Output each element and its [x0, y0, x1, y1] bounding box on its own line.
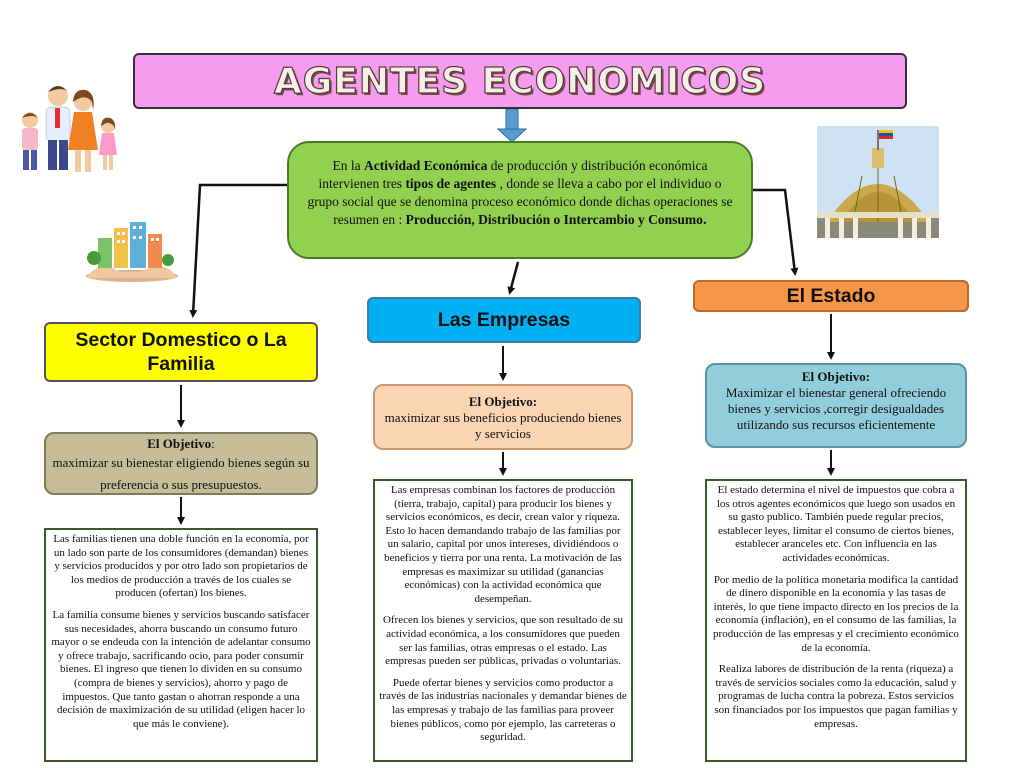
empresas-heading: Las Empresas [437, 308, 571, 331]
empresas-objective-text: maximizar sus beneficios produciendo bie… [384, 410, 622, 441]
estado-heading: El Estado [786, 284, 876, 307]
intro-to-familia-arrow [189, 183, 290, 318]
familia-desc-paragraph-2: La familia consume bienes y servicios bu… [51, 608, 311, 730]
empresas-desc-paragraph-2: Ofrecen los bienes y servicios, que son … [382, 614, 624, 668]
estado-desc-paragraph-2: Por medio de la política monetaria modif… [713, 573, 959, 654]
intro-text-3: , donde se lleva a cabo por el individuo… [307, 176, 733, 227]
empresas-objective-label: El Objetivo: [468, 394, 538, 409]
page-title: AGENTES ECONOMICOS [273, 60, 767, 102]
intro-text-1: En la [332, 158, 365, 173]
estado-objective-label: El Objetivo: [801, 369, 871, 384]
estado-objective-text: Maximizar el bienestar general ofreciend… [725, 385, 947, 432]
familia-heading: Sector Domestico o La Familia [75, 329, 287, 375]
intro-to-estado-arrow [752, 188, 799, 276]
empresas-desc-paragraph-3: Puede ofertar bienes y servicios como pr… [379, 676, 627, 744]
empresas-description-box: Las empresas combinan los factores de pr… [373, 479, 633, 762]
familia-objective-text: maximizar su bienestar eligiendo bienes … [52, 455, 310, 492]
intro-text-4: . [702, 212, 707, 228]
estado-description-box: El estado determina el nivel de impuesto… [705, 479, 967, 762]
empresas-objective-box: El Objetivo: maximizar sus beneficios pr… [373, 384, 633, 450]
familia-description-box: Las familias tienen una doble función en… [44, 528, 318, 762]
title-to-intro-arrow [496, 108, 528, 143]
intro-box: En la Actividad Económica de producción … [287, 141, 753, 259]
familia-objective-label: El Objetivo [147, 436, 212, 451]
title-bar: AGENTES ECONOMICOS [133, 53, 907, 109]
house-hands-illustration-icon [80, 208, 184, 282]
intro-to-empresas-arrow [507, 261, 520, 295]
intro-bold-3: Producción, Distribución o Intercambio y… [405, 212, 703, 227]
familia-objective-colon: : [211, 436, 215, 451]
familia-desc-paragraph-1: Las familias tienen una doble función en… [53, 533, 309, 600]
familia-heading-box: Sector Domestico o La Familia [44, 322, 318, 382]
familia-objective-box: El Objetivo: maximizar su bienestar elig… [44, 432, 318, 495]
estado-heading-box: El Estado [693, 280, 969, 312]
estado-desc-paragraph-3: Realiza labores de distribución de la re… [714, 663, 958, 730]
family-illustration-icon [8, 80, 120, 180]
estado-objective-box: El Objetivo: Maximizar el bienestar gene… [705, 363, 967, 448]
capitol-dome-photo-icon [817, 126, 939, 238]
intro-text-2: de producción y distribución económica i… [318, 158, 708, 191]
empresas-heading-box: Las Empresas [367, 297, 641, 343]
intro-bold-1: Actividad Económica [364, 158, 488, 173]
empresas-desc-paragraph-1: Las empresas combinan los factores de pr… [384, 484, 622, 605]
intro-bold-2: tipos de agentes [405, 176, 497, 191]
estado-desc-paragraph-1: El estado determina el nivel de impuesto… [716, 484, 956, 564]
